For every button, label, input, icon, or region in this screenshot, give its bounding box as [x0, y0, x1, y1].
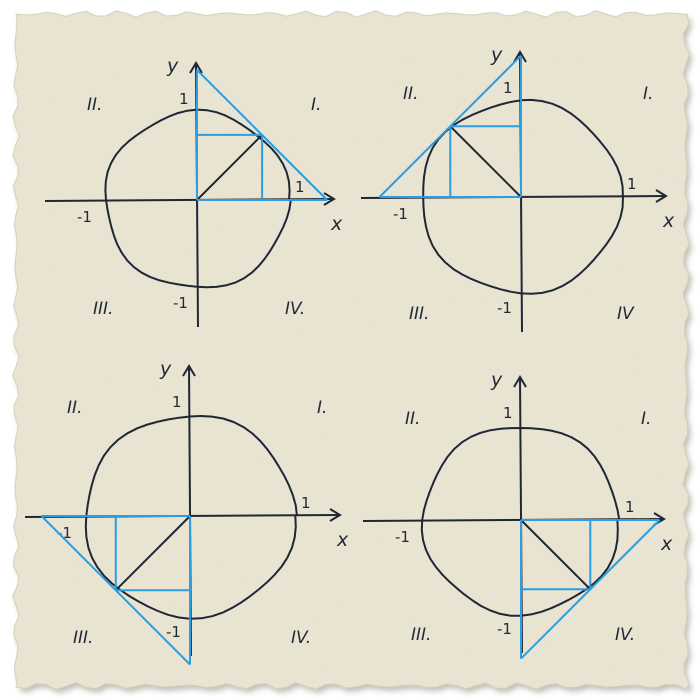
y-axis-arrow [189, 61, 203, 74]
y-axis-label: y [490, 369, 503, 391]
quadrant-label-ii: II. [403, 84, 418, 104]
quadrant-label-iii: III. [93, 299, 113, 319]
x-axis-label: x [330, 213, 343, 235]
panel-quadrant-I: xy1-11-1I.II.III.IV. [44, 55, 343, 328]
x-axis-label: x [336, 529, 349, 551]
tick-label-x-neg: -1 [77, 208, 92, 226]
y-axis-arrow [182, 364, 196, 377]
quadrant-label-iv: IV [617, 304, 635, 324]
panels: xy1-11-1I.II.III.IV.xy1-11-1I.II.III.IVx… [24, 44, 675, 666]
y-axis-arrow [513, 50, 527, 63]
tick-label-x-pos: 1 [301, 494, 311, 512]
radius-line [449, 125, 522, 198]
quadrant-label-i: I. [643, 84, 653, 104]
panel-quadrant-IV: xy1-11-1I.II.III.IV. [362, 369, 673, 660]
quadrant-label-i: I. [641, 409, 651, 429]
quadrant-label-iii: III. [73, 628, 93, 648]
quadrant-label-ii: II. [67, 398, 82, 418]
quadrant-label-ii: II. [405, 409, 420, 429]
paper-background [12, 10, 693, 694]
tick-label-x-pos: 1 [295, 178, 305, 196]
radius-line [115, 515, 191, 591]
x-axis-arrow [329, 508, 342, 522]
x-axis-label: x [662, 210, 675, 232]
tick-label-y-pos: 1 [503, 79, 513, 97]
y-axis-label: y [490, 44, 503, 66]
x-axis-arrow [655, 189, 668, 203]
quadrant-label-iv: IV. [615, 625, 635, 645]
tick-label-x-neg: -1 [395, 528, 410, 546]
quadrant-label-iv: IV. [285, 299, 305, 319]
radius-line [196, 134, 263, 201]
tick-label-x-pos: 1 [625, 498, 635, 516]
quadrant-label-ii: II. [87, 95, 102, 115]
panel-quadrant-II: xy1-11-1I.II.III.IV [360, 44, 675, 333]
y-axis-label: y [166, 55, 179, 77]
tick-label-y-pos: 1 [172, 393, 182, 411]
quadrant-label-i: I. [317, 398, 327, 418]
radius-line [520, 519, 592, 591]
tick-label-y-neg: -1 [173, 294, 188, 312]
tick-label-y-neg: -1 [497, 299, 512, 317]
quadrant-label-i: I. [311, 95, 321, 115]
x-axis-label: x [660, 533, 673, 555]
tangent-line [40, 515, 191, 666]
x-axis-arrow [323, 192, 336, 206]
tick-label-x-neg: -1 [393, 205, 408, 223]
quadrant-label-iv: IV. [291, 628, 311, 648]
tick-label-y-pos: 1 [503, 404, 513, 422]
tick-label-y-pos: 1 [179, 90, 189, 108]
tick-label-y-neg: -1 [497, 620, 512, 638]
quadrant-label-iii: III. [411, 625, 431, 645]
y-axis-label: y [159, 358, 172, 380]
tick-label-x-pos: 1 [627, 175, 637, 193]
panel-quadrant-III: xy1-11-1I.II.III.IV. [24, 358, 349, 666]
y-axis-arrow [513, 375, 527, 388]
tick-label-x-neg: -1 [57, 524, 72, 542]
quadrant-label-iii: III. [409, 304, 429, 324]
tick-label-y-neg: -1 [166, 623, 181, 641]
